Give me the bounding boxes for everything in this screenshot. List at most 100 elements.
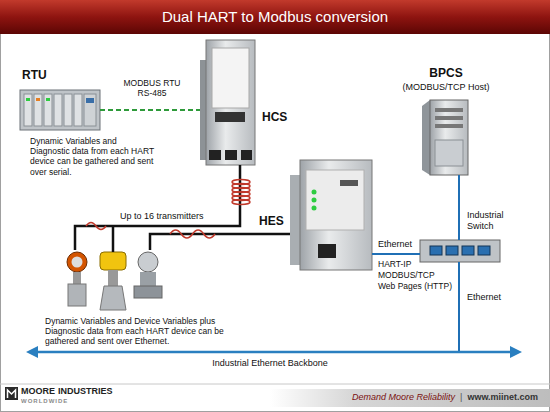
plc-led xyxy=(36,98,40,101)
footer-bar xyxy=(270,389,550,407)
server-side xyxy=(422,100,430,175)
server-bay xyxy=(435,108,463,112)
plc-body xyxy=(20,90,100,130)
protocol-label: MODBUS/TCP xyxy=(378,270,435,280)
plc-module xyxy=(34,94,42,126)
footer-rule xyxy=(0,384,550,385)
transmitter-level xyxy=(100,252,126,310)
logo-emblem xyxy=(5,387,18,400)
device-heading: HES xyxy=(259,214,284,228)
logo-tagline: WORLDWIDE xyxy=(21,398,68,405)
group-heading: Up to 16 transmitters xyxy=(120,211,204,222)
note-text: Dynamic Variables and Diagnostic data fr… xyxy=(30,136,158,177)
hart-signal-wave xyxy=(86,223,106,230)
hes-face xyxy=(306,170,364,230)
hcs-terminal xyxy=(225,150,237,160)
note-text: Dynamic Variables and Device Variables p… xyxy=(45,316,257,347)
hes-led xyxy=(312,198,317,203)
switch-box xyxy=(420,240,500,262)
transmitter-neck xyxy=(108,270,118,286)
slide-title: Dual HART to Modbus conversion xyxy=(162,8,388,26)
ethernet-link xyxy=(372,253,420,255)
protocol-label: Web Pages (HTTP) xyxy=(378,281,452,291)
server-tower xyxy=(422,100,468,175)
hart-loop xyxy=(150,234,290,250)
rs485-link xyxy=(100,109,200,111)
footer-url: www.miinet.com xyxy=(467,392,538,403)
switch-port xyxy=(430,246,442,255)
server-bay xyxy=(435,116,463,120)
hes-device: HES xyxy=(290,160,372,270)
transmitter-head xyxy=(138,252,158,272)
transmitter-neck xyxy=(140,272,156,286)
plc-module xyxy=(24,94,32,126)
footer-slogan: Demand Moore Reliability xyxy=(352,392,455,403)
transmitter-head xyxy=(100,252,126,270)
plc-module xyxy=(74,94,82,126)
link-label: MODBUS RTU RS-485 xyxy=(119,78,185,98)
logo-square xyxy=(5,387,18,400)
transmitter-radar xyxy=(67,252,87,306)
hcs-terminal xyxy=(209,150,221,160)
device-heading: Industrial Switch xyxy=(467,210,517,232)
hes-body xyxy=(300,160,372,270)
device-heading: BPCS xyxy=(429,66,462,80)
backbone-head xyxy=(510,346,522,358)
ethernet-link xyxy=(458,175,460,240)
protocol-label: HART-IP xyxy=(378,259,411,269)
backbone-head xyxy=(26,346,38,358)
hcs-body xyxy=(206,40,255,165)
logo-mark xyxy=(8,390,16,398)
backbone-arrow xyxy=(26,346,522,358)
server-bay xyxy=(435,124,463,128)
hes-led xyxy=(312,206,317,211)
hes-port xyxy=(318,244,336,258)
bpcs-host: BPCS(MODBUS/TCP Host) xyxy=(422,100,470,175)
transmitter-horn xyxy=(100,286,126,310)
footer-separator: | xyxy=(460,392,462,403)
coil-turn xyxy=(232,200,250,205)
device-subtitle: (MODBUS/TCP Host) xyxy=(403,82,490,93)
server-body xyxy=(430,100,468,175)
hcs-device: HCS xyxy=(200,40,256,165)
rtu-device: RTU xyxy=(20,87,100,131)
hart-signal-wave xyxy=(170,230,215,238)
hes-badge xyxy=(340,180,358,186)
transmitter-flange xyxy=(134,286,162,298)
plc-module xyxy=(64,94,72,126)
plc-module xyxy=(84,94,96,126)
hcs-module xyxy=(200,40,255,165)
link-label: Ethernet xyxy=(378,240,412,250)
switch-body xyxy=(420,240,500,262)
hes-module xyxy=(290,160,372,270)
hcs-face xyxy=(212,48,249,108)
switch-port xyxy=(462,246,474,255)
hcs-badge xyxy=(215,112,245,122)
hart-drop-wire xyxy=(112,226,115,252)
backbone-label: Industrial Ethernet Backbone xyxy=(212,358,328,369)
transmitter-pressure xyxy=(134,252,162,298)
transmitter-head xyxy=(67,252,87,272)
backbone-line xyxy=(36,351,512,354)
link-label: Ethernet xyxy=(467,292,501,303)
plc-module xyxy=(44,94,52,126)
plc-led xyxy=(86,98,94,103)
server-vent xyxy=(435,140,463,166)
logo-word: INDUSTRIES xyxy=(58,386,113,397)
plc-rack xyxy=(20,90,100,130)
network-switch: Industrial Switch xyxy=(420,240,500,262)
device-heading: RTU xyxy=(22,68,47,82)
transmitter-neck xyxy=(73,272,81,284)
plc-led xyxy=(46,98,50,101)
logo-word: MOORE xyxy=(21,386,55,397)
ethernet-drop-wire xyxy=(458,262,460,352)
plc-module xyxy=(54,94,62,126)
plc-led xyxy=(26,98,30,101)
switch-port xyxy=(446,246,458,255)
transmitter-group: Up to 16 transmitters xyxy=(62,250,162,312)
hes-led xyxy=(312,190,317,195)
coil-symbol xyxy=(232,180,250,205)
